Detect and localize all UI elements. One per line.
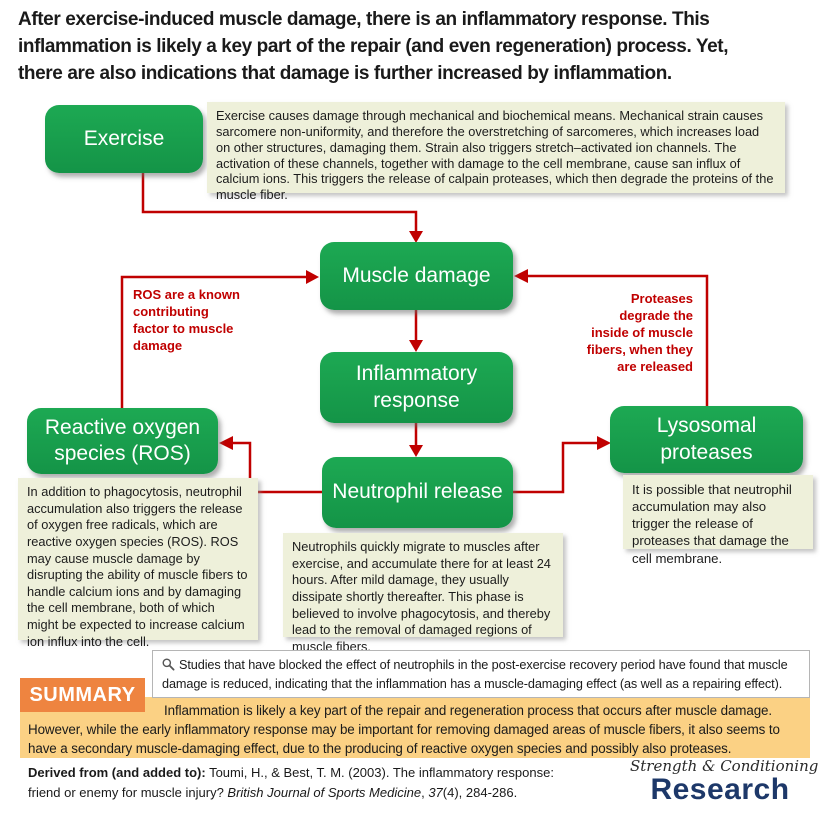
annotation-proteases-degrade: Proteases degrade the inside of muscle f… [586, 291, 693, 374]
note-exercise-mechanisms: Exercise causes damage through mechanica… [207, 102, 785, 202]
summary-label: SUMMARY [20, 678, 145, 712]
node-lysosomal-proteases: Lysosomal proteases [610, 406, 803, 473]
logo-script-line: Strength & Conditioning [630, 757, 819, 775]
node-inflammatory-response: Inflammatory response [320, 352, 513, 423]
page-title: After exercise-induced muscle damage, th… [18, 6, 810, 87]
magnifier-icon [162, 658, 175, 671]
note-lysosomal-proteases: It is possible that neutrophil accumulat… [623, 475, 813, 566]
citation-line1: Toumi, H., & Best, T. M. (2003). The inf… [205, 765, 554, 780]
arrow-inflammatory-response-to-neutrophil-release [409, 423, 423, 457]
citation-separator: , [421, 785, 429, 800]
citation: Derived from (and added to): Toumi, H., … [28, 763, 588, 803]
citation-line2-pre: friend or enemy for muscle injury? [28, 785, 228, 800]
note-ros-mechanisms: In addition to phagocytosis, neutrophil … [18, 478, 258, 649]
node-exercise: Exercise [45, 105, 203, 173]
brand-logo: Strength & Conditioning Research [630, 757, 819, 806]
studies-note-box: Studies that have blocked the effect of … [152, 650, 810, 698]
summary-conclusion-band: Inflammation is likely a key part of the… [20, 697, 810, 758]
node-reactive-oxygen-species-label: Reactive oxygen species (ROS) [44, 415, 201, 465]
node-muscle-damage: Muscle damage [320, 242, 513, 310]
node-neutrophil-release: Neutrophil release [322, 457, 513, 528]
studies-note-text: Studies that have blocked the effect of … [162, 658, 788, 691]
citation-journal: British Journal of Sports Medicine [227, 785, 422, 800]
citation-volume: 37 [428, 785, 443, 800]
logo-main-line: Research [650, 773, 790, 806]
arrow-neutrophil-release-to-lysosomal-proteases [513, 436, 611, 494]
arrow-muscle-damage-to-inflammatory-response [409, 310, 423, 352]
page-title-line-2: inflammation is likely a key part of the… [18, 36, 729, 57]
node-neutrophil-release-label: Neutrophil release [332, 480, 503, 504]
annotation-ros-contributing-factor: ROS are a known contributing factor to m… [133, 287, 240, 353]
node-inflammatory-response-label: Inflammatory response [355, 362, 478, 412]
citation-tail: (4), 284-286. [442, 785, 518, 800]
citation-prefix: Derived from (and added to): [28, 765, 206, 780]
node-muscle-damage-label: Muscle damage [342, 263, 491, 287]
page-title-line-1: After exercise-induced muscle damage, th… [18, 9, 710, 30]
page-title-line-3: there are also indications that damage i… [18, 63, 672, 84]
node-reactive-oxygen-species: Reactive oxygen species (ROS) [27, 408, 218, 474]
summary-label-text: SUMMARY [29, 683, 136, 706]
node-exercise-label: Exercise [83, 126, 165, 150]
node-lysosomal-proteases-label: Lysosomal proteases [656, 414, 757, 464]
note-neutrophil-migration: Neutrophils quickly migrate to muscles a… [283, 533, 563, 654]
